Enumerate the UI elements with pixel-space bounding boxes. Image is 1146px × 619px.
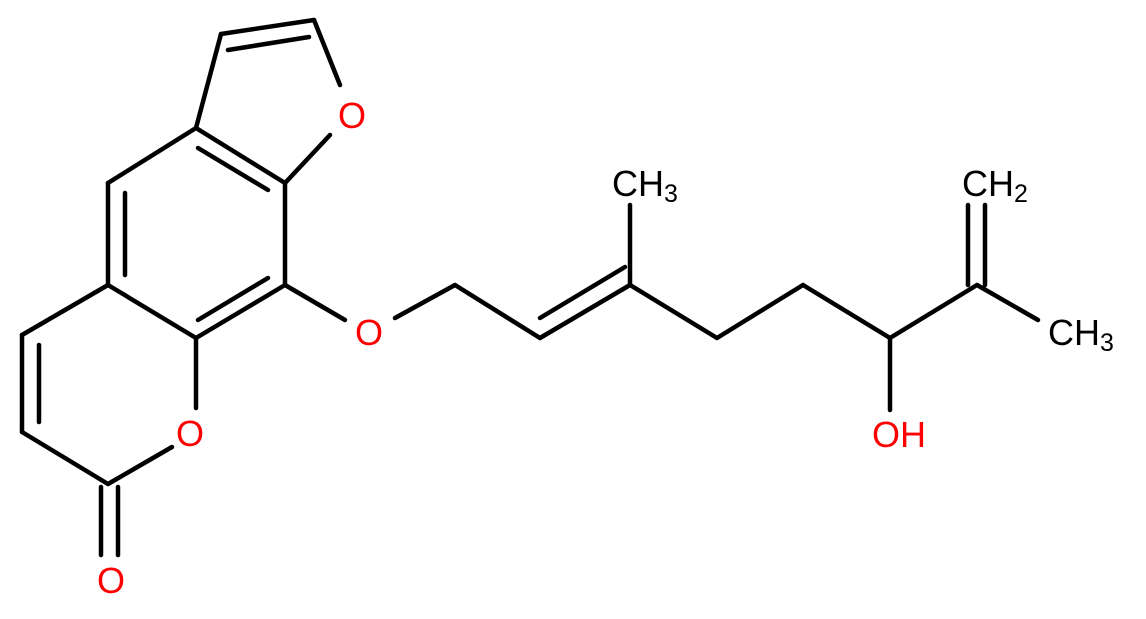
atom-o-ether: O xyxy=(355,312,383,353)
bond-furan-c3-c2-inner xyxy=(225,34,312,53)
atom-ch2-top: CH2 xyxy=(962,163,1028,208)
bond-ch2-ch xyxy=(452,282,543,341)
bond-c-ch2a xyxy=(627,282,720,341)
atom-ch3-top: CH3 xyxy=(612,163,678,208)
atom-o-ring: O xyxy=(176,413,204,454)
bond-benz-c3a-c7a xyxy=(193,125,288,186)
bond-c8-o-ether xyxy=(282,282,348,323)
atom-oh: OH xyxy=(872,414,926,455)
bond-benz-c3a-c7a-inner xyxy=(195,145,271,193)
bond-o-ether-ch2 xyxy=(392,282,458,321)
bond-furan-o-c7a xyxy=(282,132,333,186)
bond-benz-c3a-c4 xyxy=(105,125,199,186)
bond-ch-c-double-inner xyxy=(537,264,628,321)
bond-furan-c3-c2 xyxy=(218,17,317,37)
bond-benz-c8-c8a-inner xyxy=(195,275,271,323)
bond-ch-c-double xyxy=(537,282,633,341)
atom-o-carbonyl: O xyxy=(97,560,125,601)
bond-ch2b-choh xyxy=(800,282,893,341)
bond-furan-c2-o xyxy=(311,17,343,88)
bond-benz-c8a-c4a xyxy=(105,282,199,341)
atom-ch3-right: CH3 xyxy=(1048,312,1114,357)
atom-o-furan: O xyxy=(338,95,366,136)
bond-pyr-c4a-c5 xyxy=(19,282,111,338)
bond-pyr-c6-c7 xyxy=(19,429,111,487)
bond-furan-c3-c3a xyxy=(193,31,224,131)
bond-ch2a-ch2b xyxy=(714,282,806,341)
bond-choh-c-alkene xyxy=(887,282,980,341)
bond-pyr-c7-o xyxy=(105,444,175,487)
bond-benz-c8-c8a xyxy=(193,282,288,341)
bond-c-ch3-right xyxy=(974,282,1041,323)
